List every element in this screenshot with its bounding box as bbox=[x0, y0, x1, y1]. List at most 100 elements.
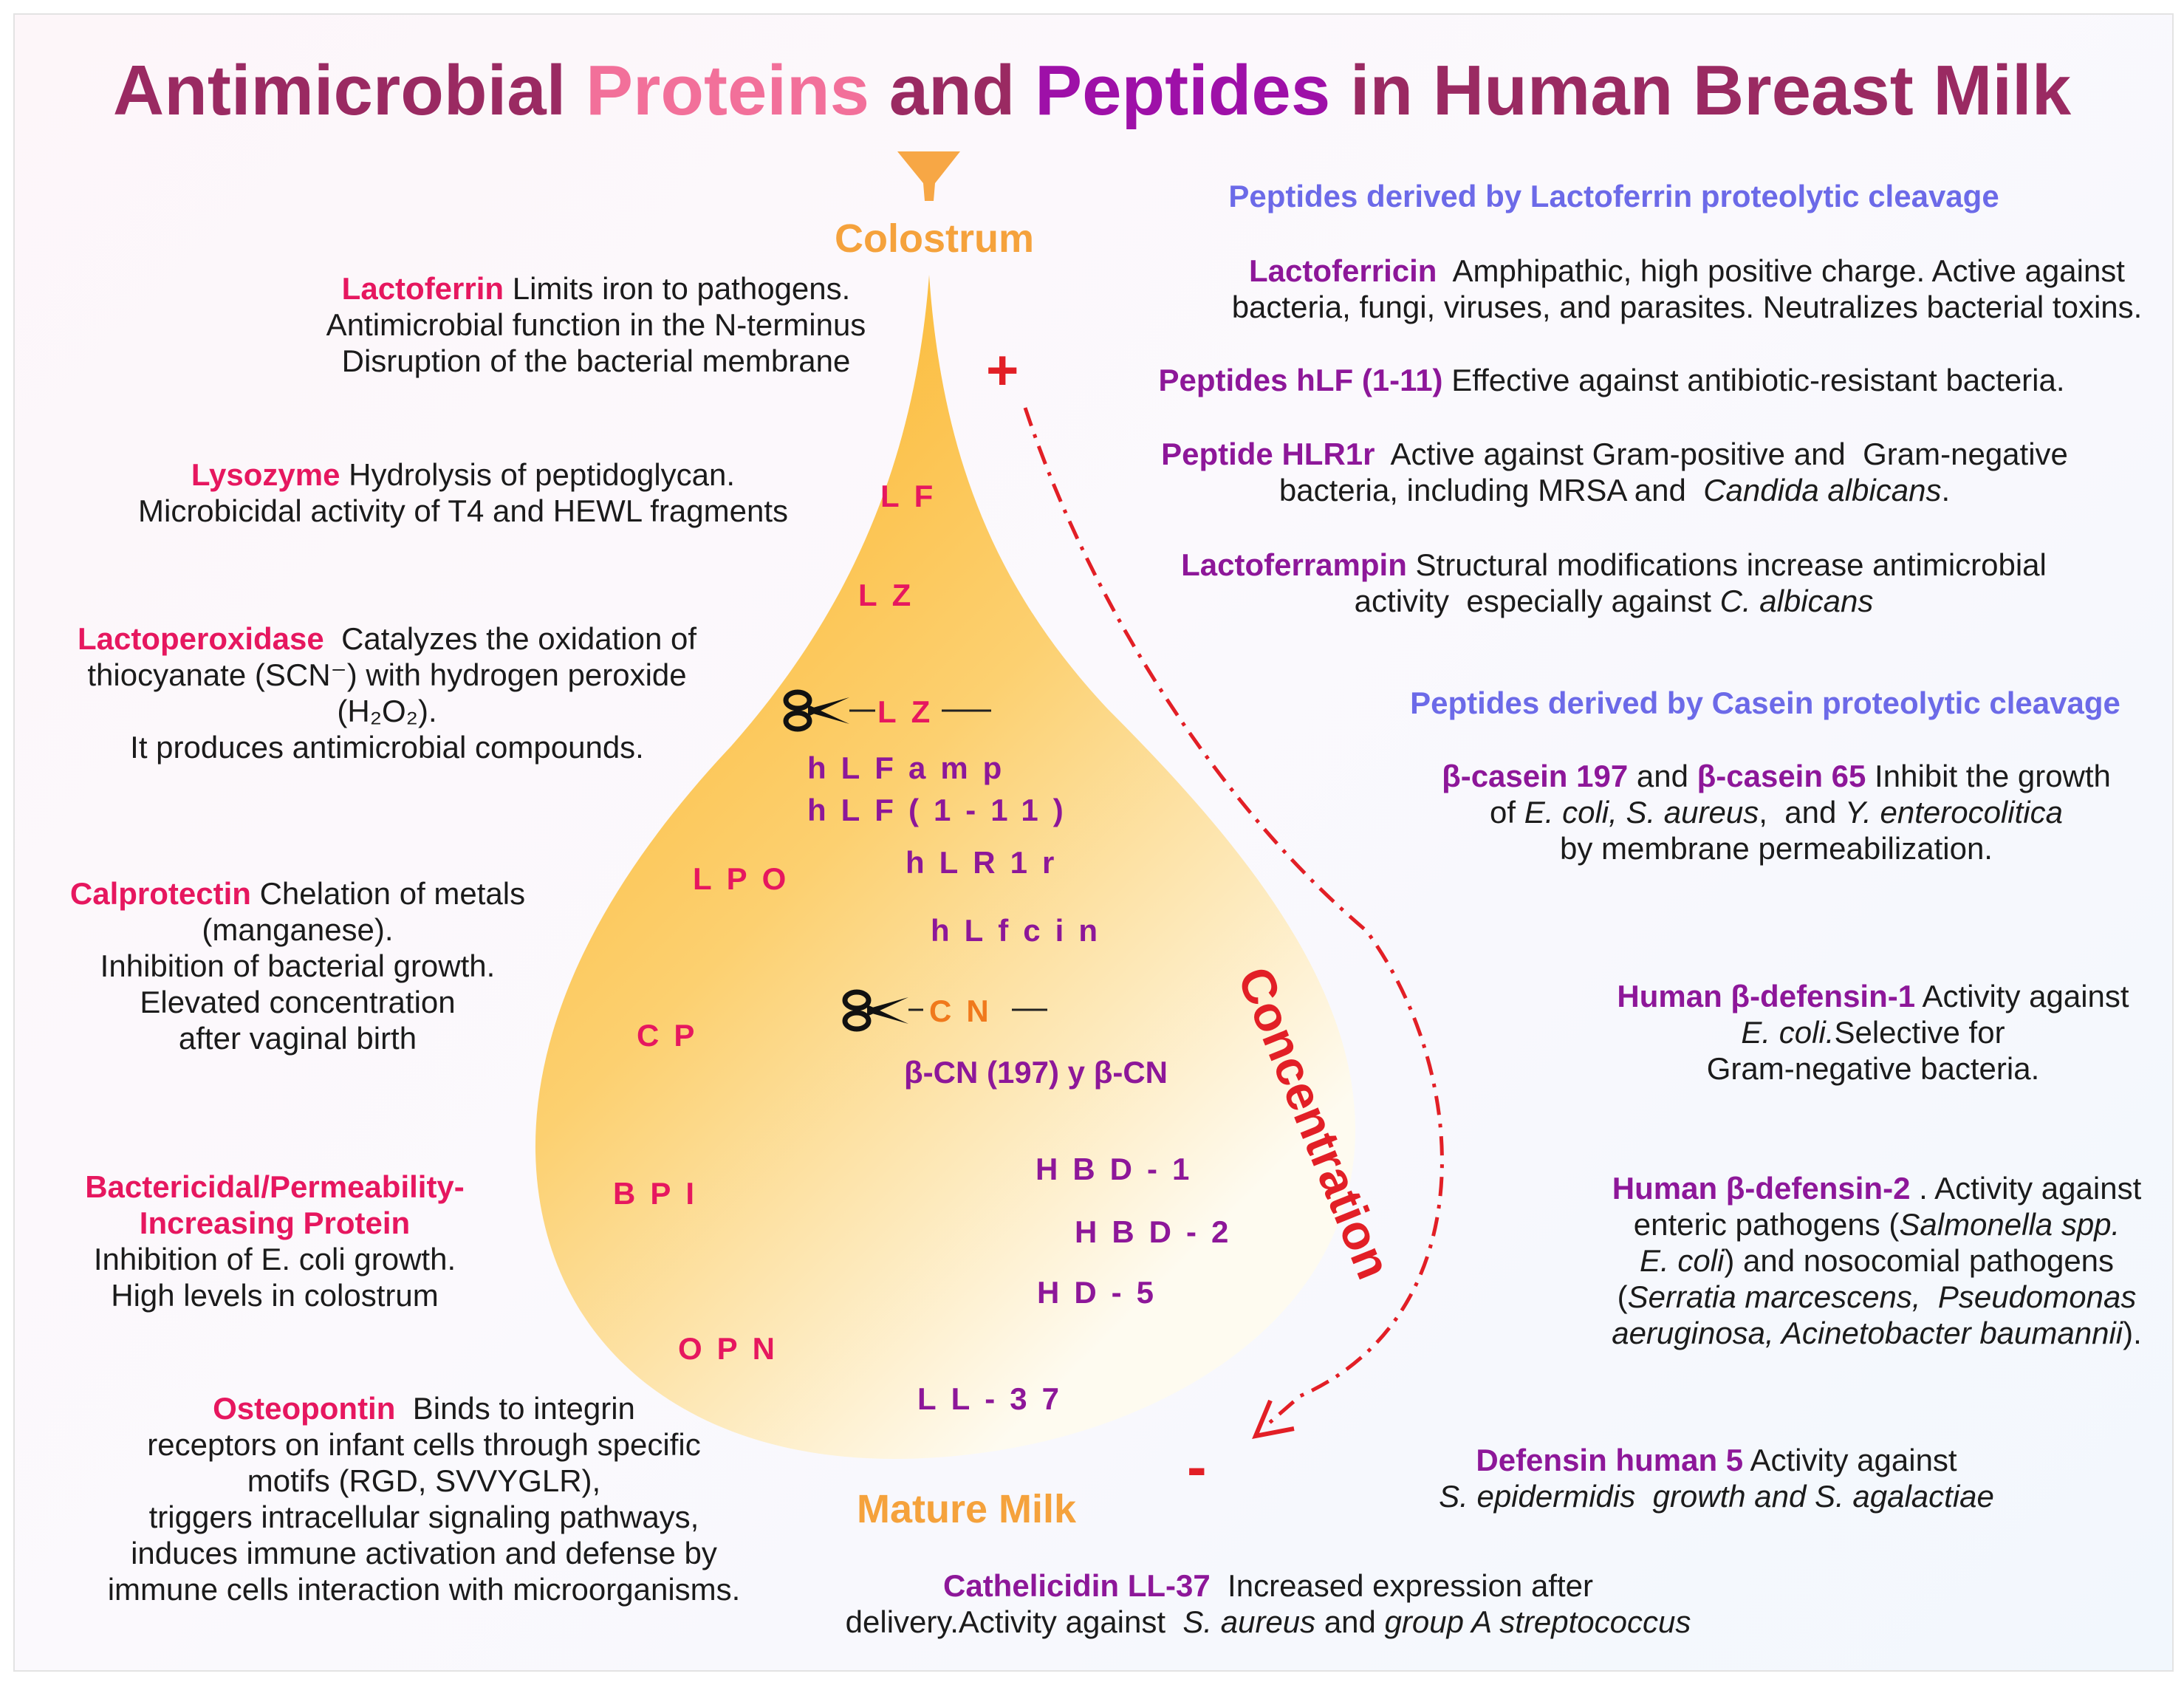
lactoferricin-line-1: Lactoferricin Amphipathic, high positive… bbox=[1232, 253, 2143, 289]
casein-species-1: E. coli, S. aureus bbox=[1524, 795, 1759, 830]
ll37-species-1: S. aureus bbox=[1182, 1604, 1316, 1639]
lactoferricin-description: Lactoferricin Amphipathic, high positive… bbox=[1232, 253, 2143, 325]
lactoperoxidase-description: Lactoperoxidase Catalyzes the oxidation … bbox=[78, 621, 696, 765]
plus-sign: + bbox=[986, 339, 1019, 402]
title-part-5: in Human Breast Milk bbox=[1330, 51, 2072, 130]
casein-line-1: β-casein 197 and β-casein 65 Inhibit the… bbox=[1442, 758, 2111, 794]
osteopontin-line-1: Osteopontin Binds to integrin bbox=[108, 1390, 741, 1426]
abbr-lpo: LPO bbox=[693, 861, 801, 896]
abbr-cn-cleaved: CN bbox=[929, 994, 1004, 1028]
hd5-text-1: Activity against bbox=[1743, 1443, 1957, 1477]
osteopontin-line-5: induces immune activation and defense by bbox=[131, 1536, 717, 1570]
osteopontin-description: Osteopontin Binds to integrin receptors … bbox=[108, 1390, 741, 1607]
lactoperoxidase-name: Lactoperoxidase bbox=[77, 621, 324, 656]
calprotectin-line-5: after vaginal birth bbox=[178, 1021, 417, 1056]
abbr-hbd-1: HBD-1 bbox=[1035, 1152, 1205, 1186]
osteopontin-line-3: motifs (RGD, SVVYGLR), bbox=[247, 1463, 601, 1498]
lactoferricin-text-1: Amphipathic, high positive charge. Activ… bbox=[1437, 253, 2125, 288]
casein-and: and bbox=[1628, 759, 1697, 793]
casein-and-2: , and bbox=[1759, 795, 1845, 830]
hlf-text-1: Effective against antibiotic-resistant b… bbox=[1442, 363, 2065, 397]
casein-text-2: of bbox=[1490, 795, 1524, 830]
abbr-lz: LZ bbox=[858, 578, 926, 612]
hbd2-text-1: . Activity against bbox=[1910, 1171, 2142, 1206]
calprotectin-name: Calprotectin bbox=[69, 876, 251, 911]
lactoperoxidase-line-4: It produces antimicrobial compounds. bbox=[130, 730, 644, 765]
hlr1r-line-2: bacteria, including MRSA and Candida alb… bbox=[1161, 472, 2068, 508]
lysozyme-line-1: Lysozyme Hydrolysis of peptidoglycan. bbox=[138, 457, 788, 493]
hbd1-name: Human β-defensin-1 bbox=[1617, 979, 1916, 1013]
concentration-arrow bbox=[1023, 407, 1444, 1429]
hlr1r-species: Candida albicans bbox=[1703, 473, 1942, 507]
hd5-species: S. epidermidis growth and S. agalactiae bbox=[1439, 1479, 1994, 1514]
bpi-name-line-2: Increasing Protein bbox=[139, 1206, 411, 1240]
hlr1r-period: . bbox=[1941, 473, 1951, 507]
minus-sign: - bbox=[1187, 1434, 1207, 1500]
hbd2-species-4: aeruginosa, Acinetobacter baumannii bbox=[1612, 1316, 2123, 1350]
hbd2-line-2: enteric pathogens (Salmonella spp. bbox=[1612, 1206, 2142, 1242]
hbd2-line-1: Human β-defensin-2 . Activity against bbox=[1612, 1170, 2142, 1206]
title-part-3: and bbox=[869, 51, 1035, 130]
abbr-hlfcin: hLfcin bbox=[931, 913, 1112, 948]
hbd2-species-2: E. coli bbox=[1639, 1243, 1725, 1278]
casein-line-2: of E. coli, S. aureus, and Y. enterocoli… bbox=[1442, 794, 2111, 830]
abbr-cp: CP bbox=[637, 1018, 710, 1053]
lactoferrampin-text-2: activity especially against bbox=[1354, 584, 1720, 618]
lactoferricin-line-2: bacteria, fungi, viruses, and parasites.… bbox=[1231, 290, 2143, 324]
osteopontin-line-2: receptors on infant cells through specif… bbox=[147, 1427, 701, 1462]
hbd1-text-1: Activity against bbox=[1915, 979, 2129, 1013]
casein-species-2: Y. enterocolitica bbox=[1844, 795, 2063, 830]
osteopontin-line-6: immune cells interaction with microorgan… bbox=[107, 1572, 741, 1607]
hbd2-line-5: aeruginosa, Acinetobacter baumannii). bbox=[1612, 1315, 2142, 1351]
hd5-description: Defensin human 5 Activity against S. epi… bbox=[1439, 1442, 1994, 1514]
title-part-peptides: Peptides bbox=[1035, 51, 1331, 130]
hbd2-text-2: enteric pathogens ( bbox=[1633, 1207, 1900, 1242]
abbr-lz-cleaved: LZ bbox=[877, 694, 945, 729]
colostrum-label: Colostrum bbox=[835, 216, 1034, 261]
page-title: Antimicrobial Proteins and Peptides in H… bbox=[0, 50, 2184, 131]
osteopontin-name: Osteopontin bbox=[213, 1391, 396, 1426]
hbd1-text-2: Selective for bbox=[1834, 1015, 2005, 1050]
title-part-1: Antimicrobial bbox=[112, 51, 586, 130]
abbr-hd-5: HD-5 bbox=[1037, 1275, 1169, 1310]
hbd1-description: Human β-defensin-1 Activity against E. c… bbox=[1617, 978, 2129, 1087]
bpi-line-1: Inhibition of E. coli growth. bbox=[93, 1242, 456, 1276]
lactoferrin-name: Lactoferrin bbox=[341, 271, 504, 306]
calprotectin-line-2: (manganese). bbox=[202, 912, 394, 947]
bpi-line-2: High levels in colostrum bbox=[111, 1278, 439, 1313]
bpi-name-line-1: Bactericidal/Permeability- bbox=[85, 1169, 465, 1204]
abbr-hlfamp: hLFamp bbox=[807, 751, 1017, 785]
lactoferrin-line-1: Lactoferrin Limits iron to pathogens. bbox=[326, 270, 866, 307]
hd5-line-2: S. epidermidis growth and S. agalactiae bbox=[1439, 1478, 1994, 1514]
hlr1r-line-1: Peptide HLR1r Active against Gram-positi… bbox=[1161, 436, 2068, 472]
abbr-beta-cn: β-CN (197) y β-CN bbox=[904, 1055, 1168, 1090]
ll37-and: and bbox=[1315, 1604, 1385, 1639]
abbr-hbd-2: HBD-2 bbox=[1075, 1214, 1244, 1249]
casein-description: β-casein 197 and β-casein 65 Inhibit the… bbox=[1442, 758, 2111, 866]
lactoperoxidase-line-1: Lactoperoxidase Catalyzes the oxidation … bbox=[78, 621, 696, 657]
hlr1r-text-2: bacteria, including MRSA and bbox=[1278, 473, 1704, 507]
ll37-species-2: group A streptococcus bbox=[1384, 1604, 1691, 1639]
beta-casein-197-name: β-casein 197 bbox=[1442, 759, 1629, 793]
lactoperoxidase-line-2: thiocyanate (SCN⁻) with hydrogen peroxid… bbox=[87, 657, 687, 692]
hbd2-species-1: Salmonella spp. bbox=[1899, 1207, 2120, 1242]
lysozyme-description: Lysozyme Hydrolysis of peptidoglycan. Mi… bbox=[138, 457, 788, 529]
abbr-bpi: BPI bbox=[613, 1176, 710, 1211]
ll37-line-2: delivery.Activity against S. aureus and … bbox=[846, 1604, 1691, 1640]
hd5-name: Defensin human 5 bbox=[1476, 1443, 1744, 1477]
lactoferrin-line-3: Disruption of the bacterial membrane bbox=[341, 343, 851, 378]
ll37-text-1: Increased expression after bbox=[1210, 1568, 1593, 1603]
hbd2-paren: ( bbox=[1617, 1279, 1628, 1314]
casein-peptides-header: Peptides derived by Casein proteolytic c… bbox=[1410, 686, 2120, 720]
lactoperoxidase-line-3: (H₂O₂). bbox=[337, 694, 437, 728]
lactoperoxidase-text-1: Catalyzes the oxidation of bbox=[324, 621, 697, 656]
casein-text-1: Inhibit the growth bbox=[1866, 759, 2111, 793]
lactoferrin-text-1: Limits iron to pathogens. bbox=[504, 271, 851, 306]
osteopontin-text-1: Binds to integrin bbox=[395, 1391, 635, 1426]
hbd2-description: Human β-defensin-2 . Activity against en… bbox=[1612, 1170, 2142, 1351]
abbr-lf: LF bbox=[880, 479, 948, 513]
abbr-opn: OPN bbox=[678, 1331, 790, 1366]
ll37-name: Cathelicidin LL-37 bbox=[943, 1568, 1211, 1603]
hlr1r-text-1: Active against Gram-positive and Gram-ne… bbox=[1375, 437, 2068, 471]
